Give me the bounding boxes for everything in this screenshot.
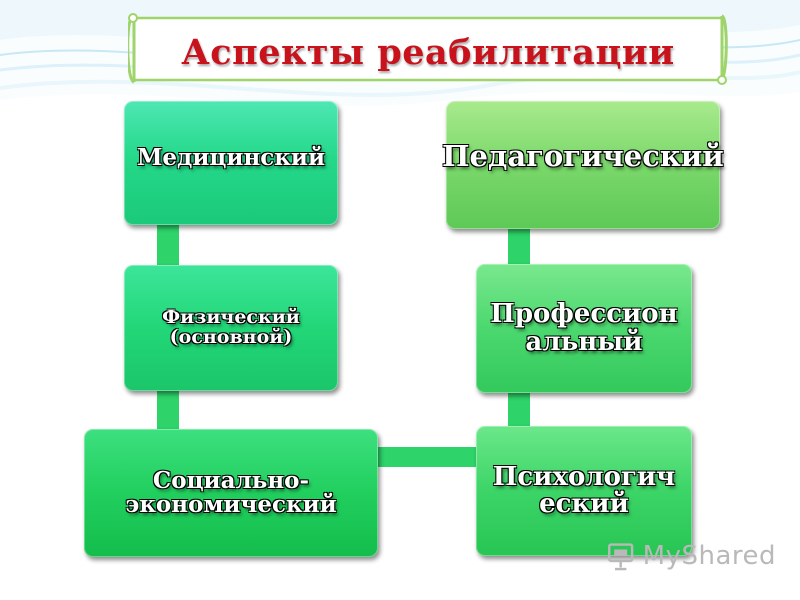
node-medical-label: Медицинский <box>136 144 326 171</box>
node-psychological-label: Психологич еский <box>492 461 676 519</box>
node-socioeconomic: Социально-экономический <box>84 429 378 557</box>
node-pedagogical: Педагогический <box>442 101 724 229</box>
node-psychological: Психологич еский <box>476 426 692 556</box>
page-title: Аспекты реабилитации <box>181 32 675 73</box>
title-banner: Аспекты реабилитации <box>128 10 728 88</box>
connector-medical-physical <box>157 224 179 266</box>
node-socioeconomic-label: Социально-экономический <box>125 466 337 518</box>
node-medical: Медицинский <box>124 101 338 225</box>
node-physical-label: Физический (основной) <box>162 306 300 348</box>
connector-socioeconomic-psychological <box>378 447 477 467</box>
node-professional-label: Профессион альный <box>490 299 678 357</box>
connector-physical-socioeconomic <box>157 390 179 430</box>
connector-psychological-professional <box>508 392 530 427</box>
presentation-board-icon <box>608 543 634 571</box>
scroll-banner-icon <box>128 13 728 85</box>
node-pedagogical-label: Педагогический <box>442 139 724 173</box>
watermark: MyShared <box>606 536 776 576</box>
watermark-text: MyShared <box>642 541 776 571</box>
connector-professional-pedagogical <box>508 228 530 265</box>
node-professional: Профессион альный <box>476 264 692 393</box>
node-physical: Физический (основной) <box>124 265 338 391</box>
